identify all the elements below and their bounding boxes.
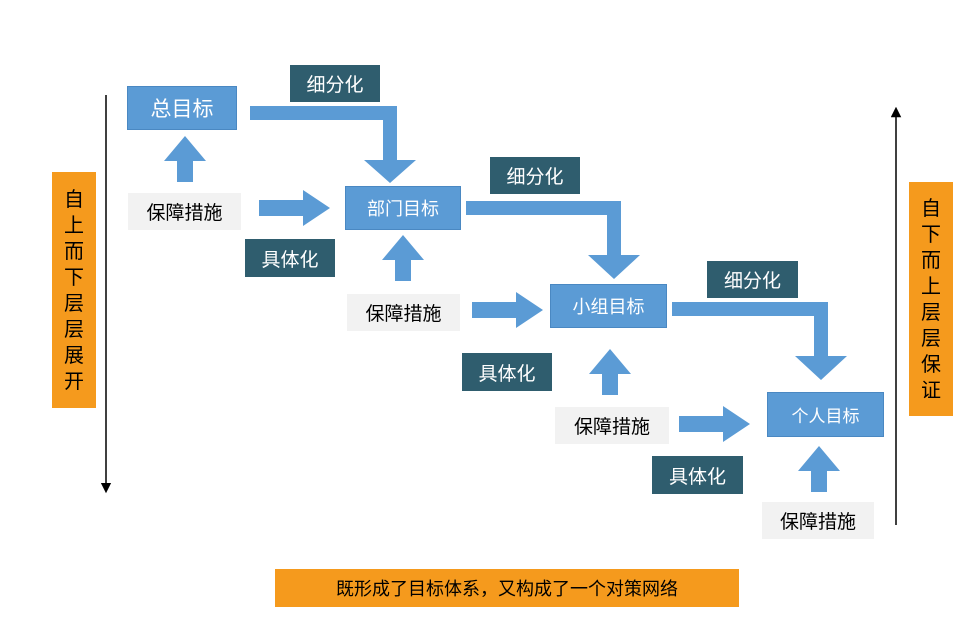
concretize-tag-1: 具体化 xyxy=(245,239,335,277)
group-goal-box: 小组目标 xyxy=(550,284,667,328)
subdivide-tag-3: 细分化 xyxy=(707,261,798,298)
right-banner-text: 自下而上层层保证 xyxy=(921,196,941,402)
measures-box-1: 保障措施 xyxy=(128,193,241,230)
department-goal-box: 部门目标 xyxy=(345,186,461,230)
measures-box-4: 保障措施 xyxy=(762,502,874,539)
concretize-tag-2: 具体化 xyxy=(462,353,552,391)
measures-box-2: 保障措施 xyxy=(347,294,460,331)
subdivide-arrow-1 xyxy=(250,106,416,183)
company-goal-box: 总目标 xyxy=(127,86,237,130)
subdivide-tag-1: 细分化 xyxy=(290,65,380,102)
up-arrow-4 xyxy=(798,446,840,492)
subdivide-arrow-2 xyxy=(466,201,640,279)
bottom-note: 既形成了目标体系，又构成了一个对策网络 xyxy=(275,569,739,607)
up-arrow-3 xyxy=(589,349,631,395)
up-arrow-1 xyxy=(164,136,206,182)
subdivide-arrow-3 xyxy=(672,302,847,380)
left-banner: 自上而下层层展开 xyxy=(52,172,96,408)
concretize-tag-3: 具体化 xyxy=(652,456,743,494)
subdivide-tag-2: 细分化 xyxy=(490,157,580,194)
measures-box-3: 保障措施 xyxy=(555,407,669,444)
concretize-arrow-1 xyxy=(259,190,330,226)
left-banner-text: 自上而下层层展开 xyxy=(64,187,84,393)
concretize-arrow-2 xyxy=(472,292,543,328)
personal-goal-box: 个人目标 xyxy=(767,392,884,437)
right-banner: 自下而上层层保证 xyxy=(909,182,953,416)
up-arrow-2 xyxy=(382,235,424,281)
concretize-arrow-3 xyxy=(679,406,750,442)
